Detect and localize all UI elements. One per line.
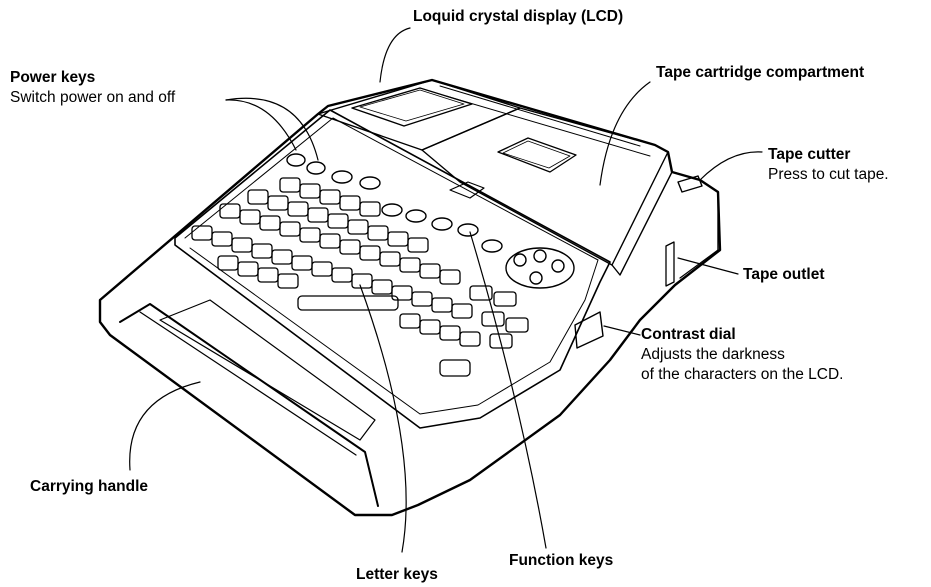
leader-cartridge	[599, 81, 651, 186]
contrast-dial	[574, 311, 604, 349]
label-letter-keys: Letter keys	[356, 565, 438, 585]
label-contrast-dial-desc2: of the characters on the LCD.	[641, 366, 844, 383]
tape-cutter-button	[677, 175, 703, 193]
label-tape-outlet: Tape outlet	[743, 265, 825, 285]
tape-outlet	[665, 241, 675, 287]
label-letter-keys-title: Letter keys	[356, 566, 438, 583]
label-power-keys: Power keys Switch power on and off	[10, 68, 175, 108]
leader-handle	[129, 381, 201, 471]
letter-keys	[191, 177, 529, 377]
label-function-keys: Function keys	[509, 551, 613, 571]
label-power-keys-desc: Switch power on and off	[10, 89, 176, 106]
carrying-handle	[119, 303, 379, 507]
label-lcd: Loquid crystal display (LCD)	[413, 7, 623, 27]
leader-power-2	[225, 97, 319, 161]
label-contrast-dial-title: Contrast dial	[641, 326, 736, 343]
power-key-on	[286, 153, 306, 167]
leader-letter	[359, 284, 407, 553]
leader-lcd	[379, 27, 411, 83]
label-carrying-handle-title: Carrying handle	[30, 478, 148, 495]
label-carrying-handle: Carrying handle	[30, 477, 148, 497]
label-lcd-title: Loquid crystal display (LCD)	[413, 8, 624, 25]
label-tape-cutter-title: Tape cutter	[768, 146, 851, 163]
leader-power-1	[225, 99, 297, 151]
label-tape-cutter: Tape cutter Press to cut tape.	[768, 145, 889, 185]
label-power-keys-title: Power keys	[10, 69, 96, 86]
function-keys	[331, 170, 503, 253]
printer-body	[98, 78, 722, 517]
leader-cutter	[699, 151, 763, 181]
cartridge-window	[497, 137, 577, 173]
label-tape-cartridge-title: Tape cartridge compartment	[656, 64, 865, 81]
leader-function	[469, 231, 547, 549]
keyboard-deck	[174, 109, 611, 429]
label-tape-cartridge: Tape cartridge compartment	[656, 63, 864, 83]
power-key-off	[306, 161, 326, 175]
leader-lines	[129, 27, 763, 553]
label-tape-outlet-title: Tape outlet	[743, 266, 825, 283]
cursor-keys	[505, 247, 575, 289]
leader-outlet	[677, 257, 739, 275]
label-tape-cutter-desc: Press to cut tape.	[768, 166, 889, 183]
label-contrast-dial-desc1: Adjusts the darkness	[641, 346, 785, 363]
leader-contrast	[603, 325, 641, 336]
label-function-keys-title: Function keys	[509, 552, 614, 569]
label-contrast-dial: Contrast dial Adjusts the darkness of th…	[641, 325, 843, 385]
